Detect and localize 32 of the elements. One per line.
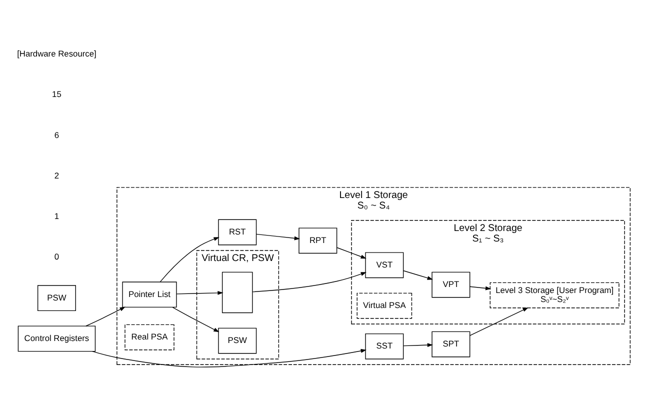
label: 1 <box>54 210 60 221</box>
arrow <box>256 233 300 240</box>
node-box: Pointer List <box>122 281 177 308</box>
arrow <box>172 306 220 332</box>
arrow <box>403 270 433 280</box>
node-box: SST <box>365 332 404 359</box>
arrow <box>160 236 220 282</box>
label: [Hardware Resource] <box>17 48 96 58</box>
arrow <box>252 272 366 292</box>
node-box: Real PSA <box>124 324 174 350</box>
arrow <box>403 342 433 346</box>
label: 15 <box>52 88 62 99</box>
node-box: RST <box>218 218 257 245</box>
node-box: PSW <box>218 327 257 354</box>
node-box: VST <box>365 252 404 278</box>
node-box: Virtual PSA <box>356 292 412 318</box>
label: 2 <box>54 170 60 180</box>
label: 6 <box>54 129 60 140</box>
arrow <box>92 348 366 367</box>
label: 0 <box>54 251 60 262</box>
arrow <box>470 286 492 290</box>
node-box: Control Registers <box>18 325 96 352</box>
node-box <box>222 271 253 313</box>
arrow <box>336 246 366 258</box>
arrow <box>86 306 126 326</box>
node-box: RPT <box>298 227 338 254</box>
node-box: PSW <box>37 284 76 311</box>
node-box: VPT <box>432 271 470 298</box>
arrow <box>470 306 528 336</box>
arrow <box>176 290 224 294</box>
node-box: Level 3 Storage [User Program] S₀ᵛ~S₂ᵛ <box>490 282 620 308</box>
node-box: SPT <box>432 330 470 357</box>
